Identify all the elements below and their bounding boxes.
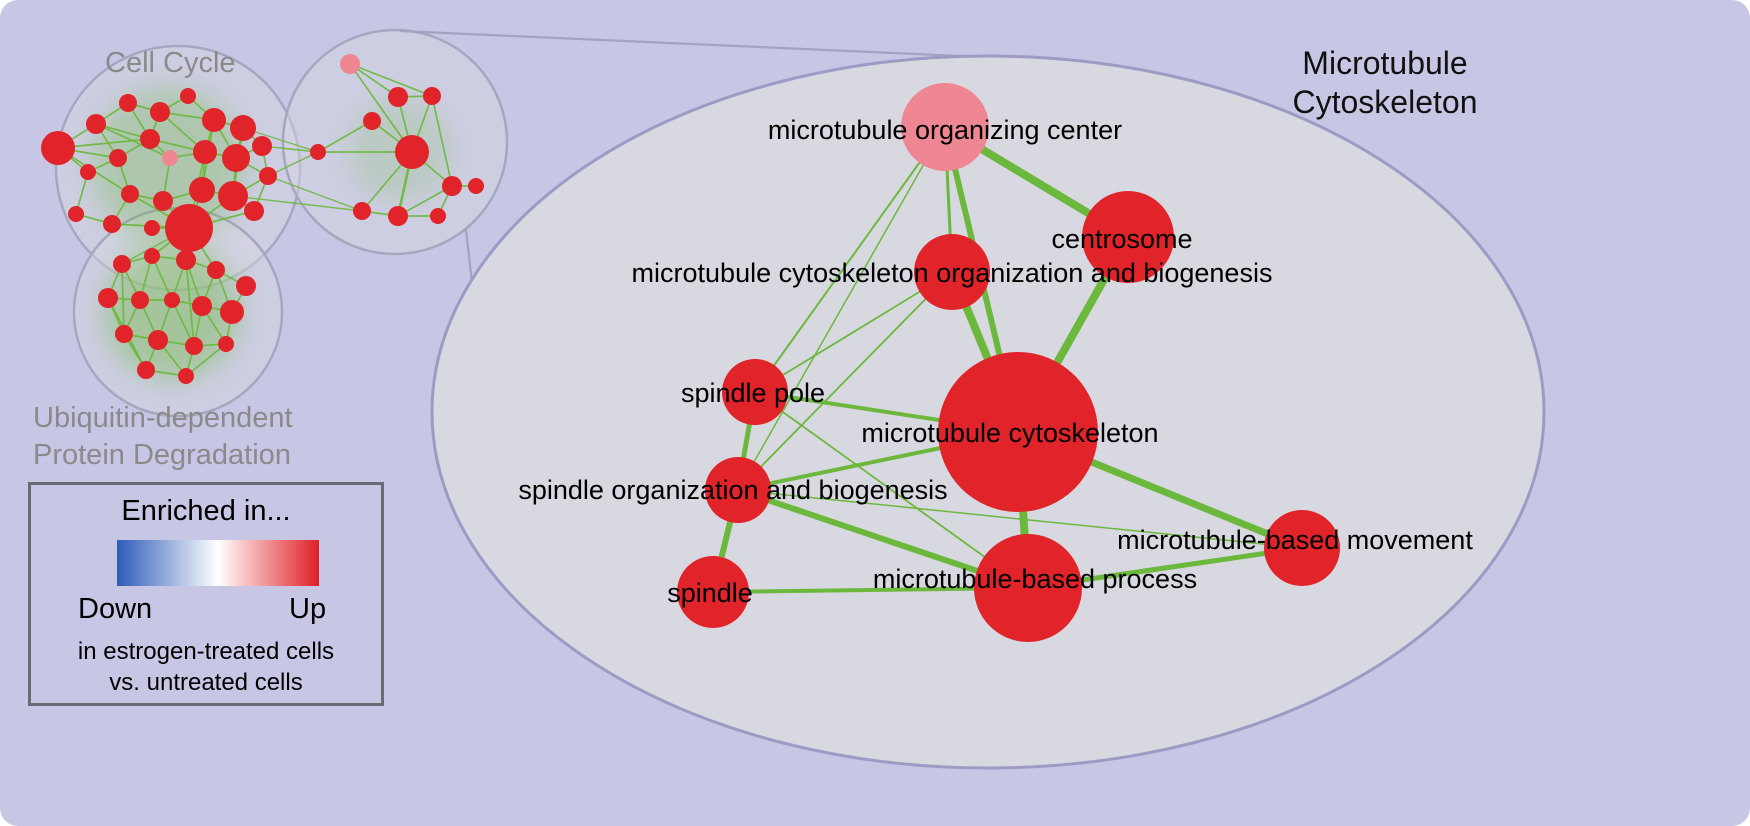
overview-node	[68, 206, 84, 222]
ubiquitin-label-line1: Ubiquitin-dependent	[33, 402, 293, 434]
node-mcob[interactable]	[914, 234, 990, 310]
overview-node	[252, 136, 272, 156]
overview-node	[218, 336, 234, 352]
node-mc[interactable]	[938, 352, 1098, 512]
overview-node	[192, 296, 212, 316]
overview-node	[80, 164, 96, 180]
overview-nodes	[41, 54, 484, 384]
node-label-mcob: microtubule cytoskeleton organization an…	[632, 258, 1273, 288]
legend-subtitle-line1: in estrogen-treated cells	[77, 638, 335, 665]
overview-node	[119, 94, 137, 112]
legend-box: Enriched in... Down Up in estrogen-treat…	[28, 482, 384, 706]
node-label-centrosome: centrosome	[1051, 224, 1192, 254]
node-moc[interactable]	[901, 83, 989, 171]
node-spindle[interactable]	[677, 556, 749, 628]
overview-node	[144, 248, 160, 264]
zoom-edge	[737, 271, 953, 491]
overview-node	[176, 250, 196, 270]
node-label-moc: microtubule organizing center	[768, 115, 1122, 145]
overview-node	[153, 191, 173, 211]
overview-node	[86, 114, 106, 134]
overview-node	[193, 140, 217, 164]
overview-node	[388, 87, 408, 107]
magnifier-line	[399, 29, 1006, 60]
legend-up-label: Up	[289, 593, 327, 625]
zoom-edge	[737, 126, 946, 491]
overview-node	[259, 167, 277, 185]
overview-node	[207, 261, 225, 279]
overview-node	[423, 87, 441, 105]
overview-node	[121, 185, 139, 203]
overview-node	[180, 88, 196, 104]
node-label-spindle: spindle	[667, 578, 753, 608]
overview-node	[236, 276, 256, 296]
zoom-node-labels: microtubule organizing center centrosome m…	[518, 115, 1473, 608]
zoom-edge	[754, 126, 946, 393]
overview-node	[230, 115, 256, 141]
node-centrosome[interactable]	[1082, 191, 1174, 283]
overview-node	[185, 337, 203, 355]
legend-subtitle-line2: vs. untreated cells	[109, 669, 303, 696]
overview-node	[131, 291, 149, 309]
overview-node	[340, 54, 360, 74]
node-label-sob: spindle organization and biogenesis	[518, 475, 947, 505]
node-mbm[interactable]	[1264, 510, 1340, 586]
overview-node	[363, 112, 381, 130]
overview-node	[218, 181, 248, 211]
overview-node	[178, 368, 194, 384]
overview-node	[41, 131, 75, 165]
overview-node	[244, 201, 264, 221]
node-label-spindle_pole: spindle pole	[681, 378, 825, 408]
zoom-nodes	[677, 83, 1340, 642]
overview-node	[202, 108, 226, 132]
overview-node	[189, 177, 215, 203]
overview-node	[165, 204, 213, 252]
overview-node	[109, 149, 127, 167]
overview-node	[353, 202, 371, 220]
overview-node	[220, 300, 244, 324]
overview-node	[103, 215, 121, 233]
overview-node	[137, 361, 155, 379]
overview-node	[164, 292, 180, 308]
node-mbp[interactable]	[974, 534, 1082, 642]
legend-title: Enriched in...	[121, 495, 291, 527]
node-label-mbp: microtubule-based process	[873, 564, 1197, 594]
main-title-line1: Microtubule	[1302, 45, 1468, 81]
overview-node	[115, 325, 133, 343]
overview-node	[468, 178, 484, 194]
overview-node	[98, 288, 118, 308]
node-sob[interactable]	[705, 457, 771, 523]
overview-node	[140, 129, 160, 149]
cluster-label-ubiquitin: Ubiquitin-dependent Protein Degradation	[33, 400, 333, 474]
overview-node	[442, 176, 462, 196]
overview-node	[310, 144, 326, 160]
overview-node	[162, 150, 178, 166]
main-title-microtubule-cytoskeleton: Microtubule Cytoskeleton	[1255, 44, 1515, 122]
overview-node	[150, 102, 170, 122]
node-spindle_pole[interactable]	[722, 359, 788, 425]
overview-node	[222, 144, 250, 172]
overview-node	[395, 135, 429, 169]
zoom-edge	[754, 391, 1029, 589]
node-label-mbm: microtubule-based movement	[1117, 525, 1473, 555]
overview-node	[388, 206, 408, 226]
overview-node	[113, 255, 131, 273]
node-label-mc: microtubule cytoskeleton	[861, 418, 1158, 448]
legend-down-label: Down	[78, 593, 153, 625]
zoom-edge	[754, 271, 953, 393]
overview-node	[144, 220, 160, 236]
cluster-label-cell-cycle: Cell Cycle	[105, 47, 236, 79]
overview-node	[148, 330, 168, 350]
ubiquitin-label-line2: Protein Degradation	[33, 439, 291, 471]
legend-gradient-bar	[117, 540, 319, 586]
main-title-line2: Cytoskeleton	[1292, 84, 1478, 120]
overview-node	[430, 208, 446, 224]
